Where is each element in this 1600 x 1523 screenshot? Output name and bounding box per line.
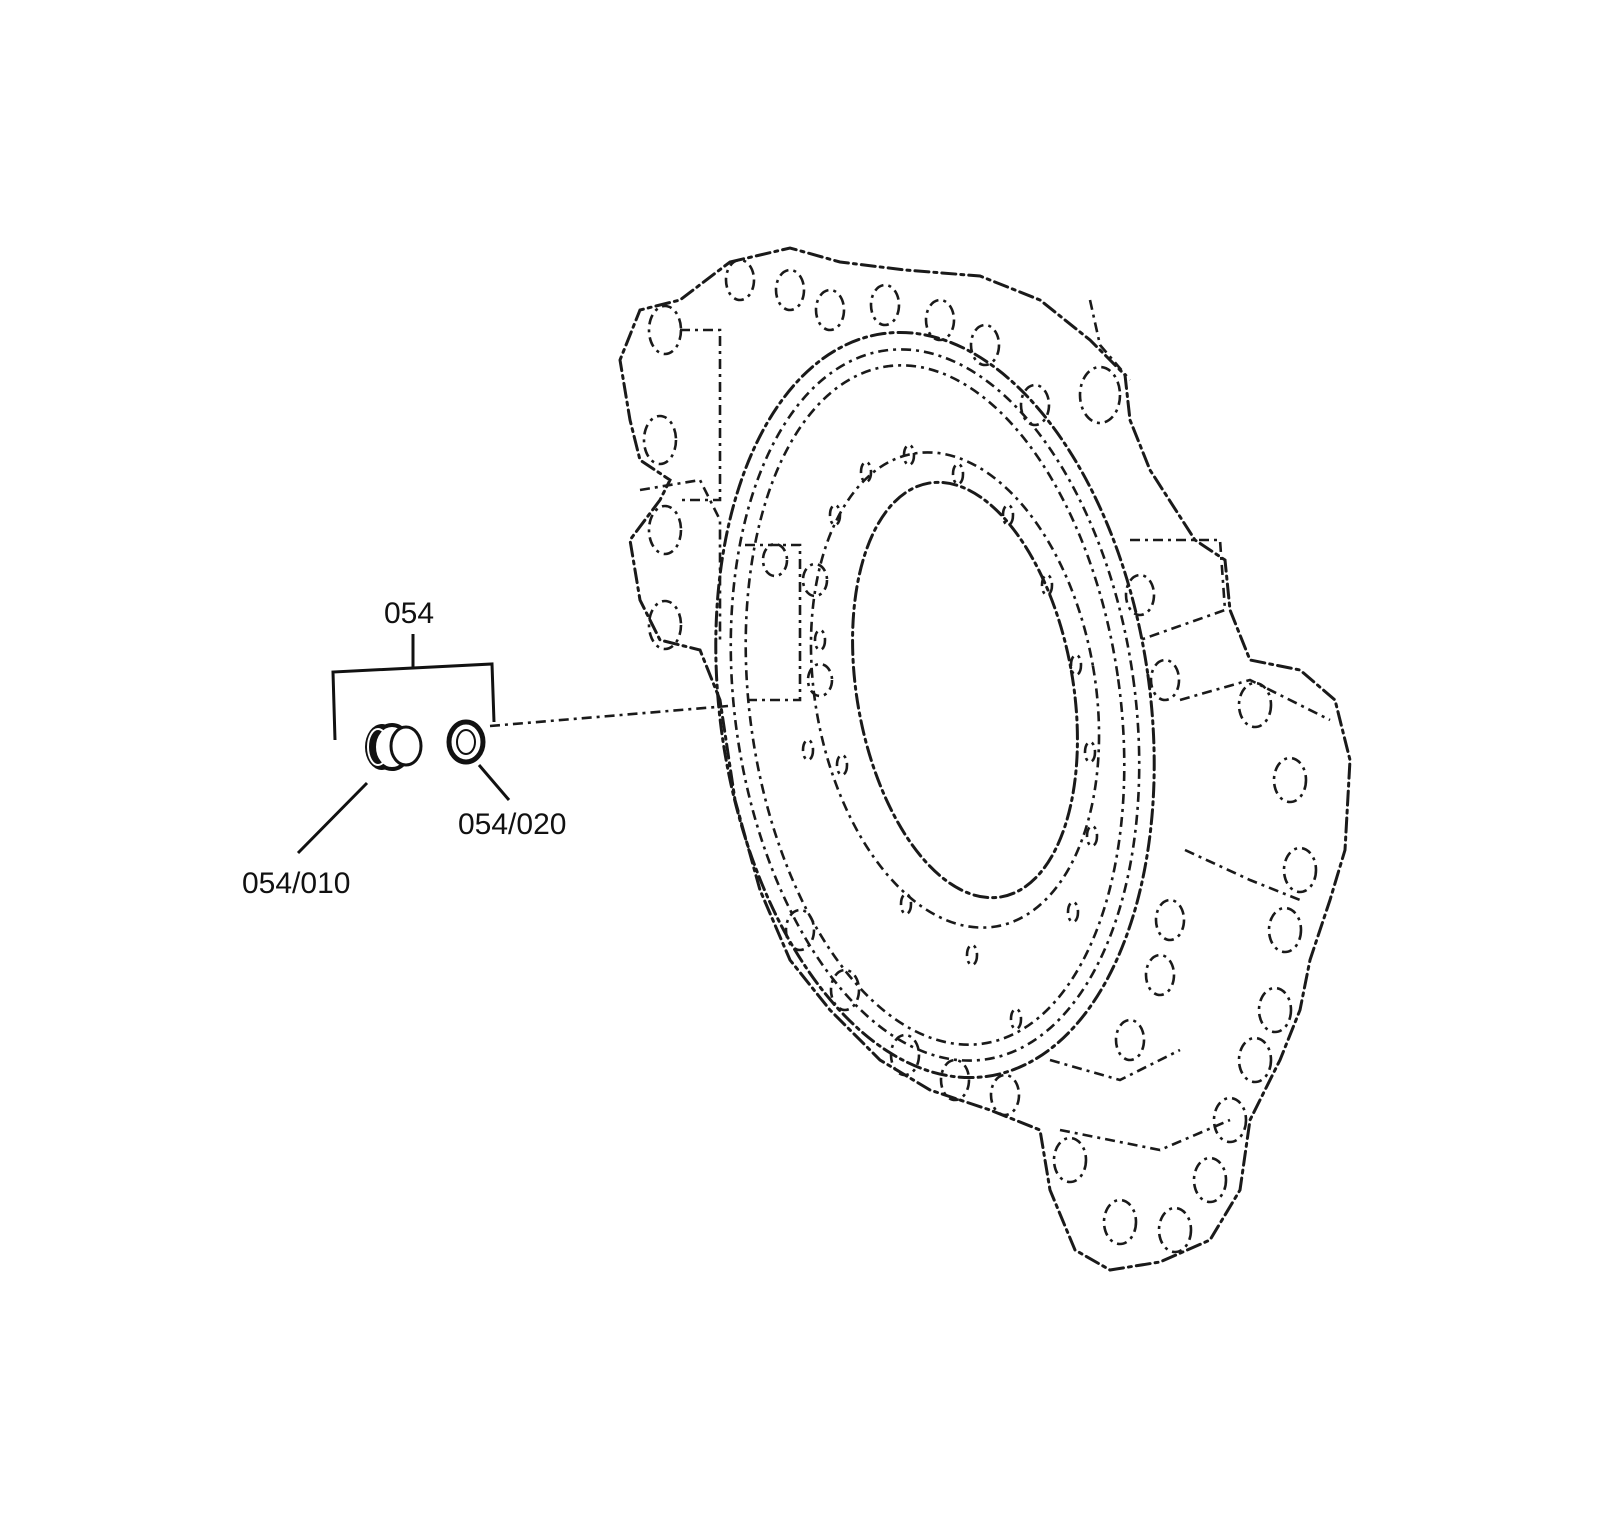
housing-flange-ring-outer bbox=[714, 330, 1156, 1080]
housing-outer-contour bbox=[618, 246, 1352, 1272]
leader-054-020 bbox=[477, 764, 511, 801]
housing-center-bore bbox=[851, 480, 1079, 900]
housing-bolt-holes bbox=[801, 443, 1099, 1031]
gearbox-housing-icon bbox=[618, 246, 1352, 1272]
callout-054-020: 054/020 bbox=[458, 808, 566, 841]
leader-054-010 bbox=[296, 781, 369, 855]
housing-structure-lines bbox=[639, 299, 1331, 1152]
assembly-centerline bbox=[489, 704, 729, 728]
housing-rim-bosses bbox=[642, 258, 1318, 1254]
callout-054-010: 054/010 bbox=[242, 867, 350, 900]
screw-plug-icon bbox=[365, 723, 423, 771]
sealing-ring-icon bbox=[446, 719, 486, 765]
callout-054: 054 bbox=[384, 597, 434, 630]
housing-flange-ring-inner bbox=[744, 364, 1126, 1046]
housing-flange-ring-mid bbox=[729, 348, 1141, 1062]
housing-bolt-circle bbox=[809, 451, 1101, 929]
group-bracket bbox=[331, 634, 496, 741]
